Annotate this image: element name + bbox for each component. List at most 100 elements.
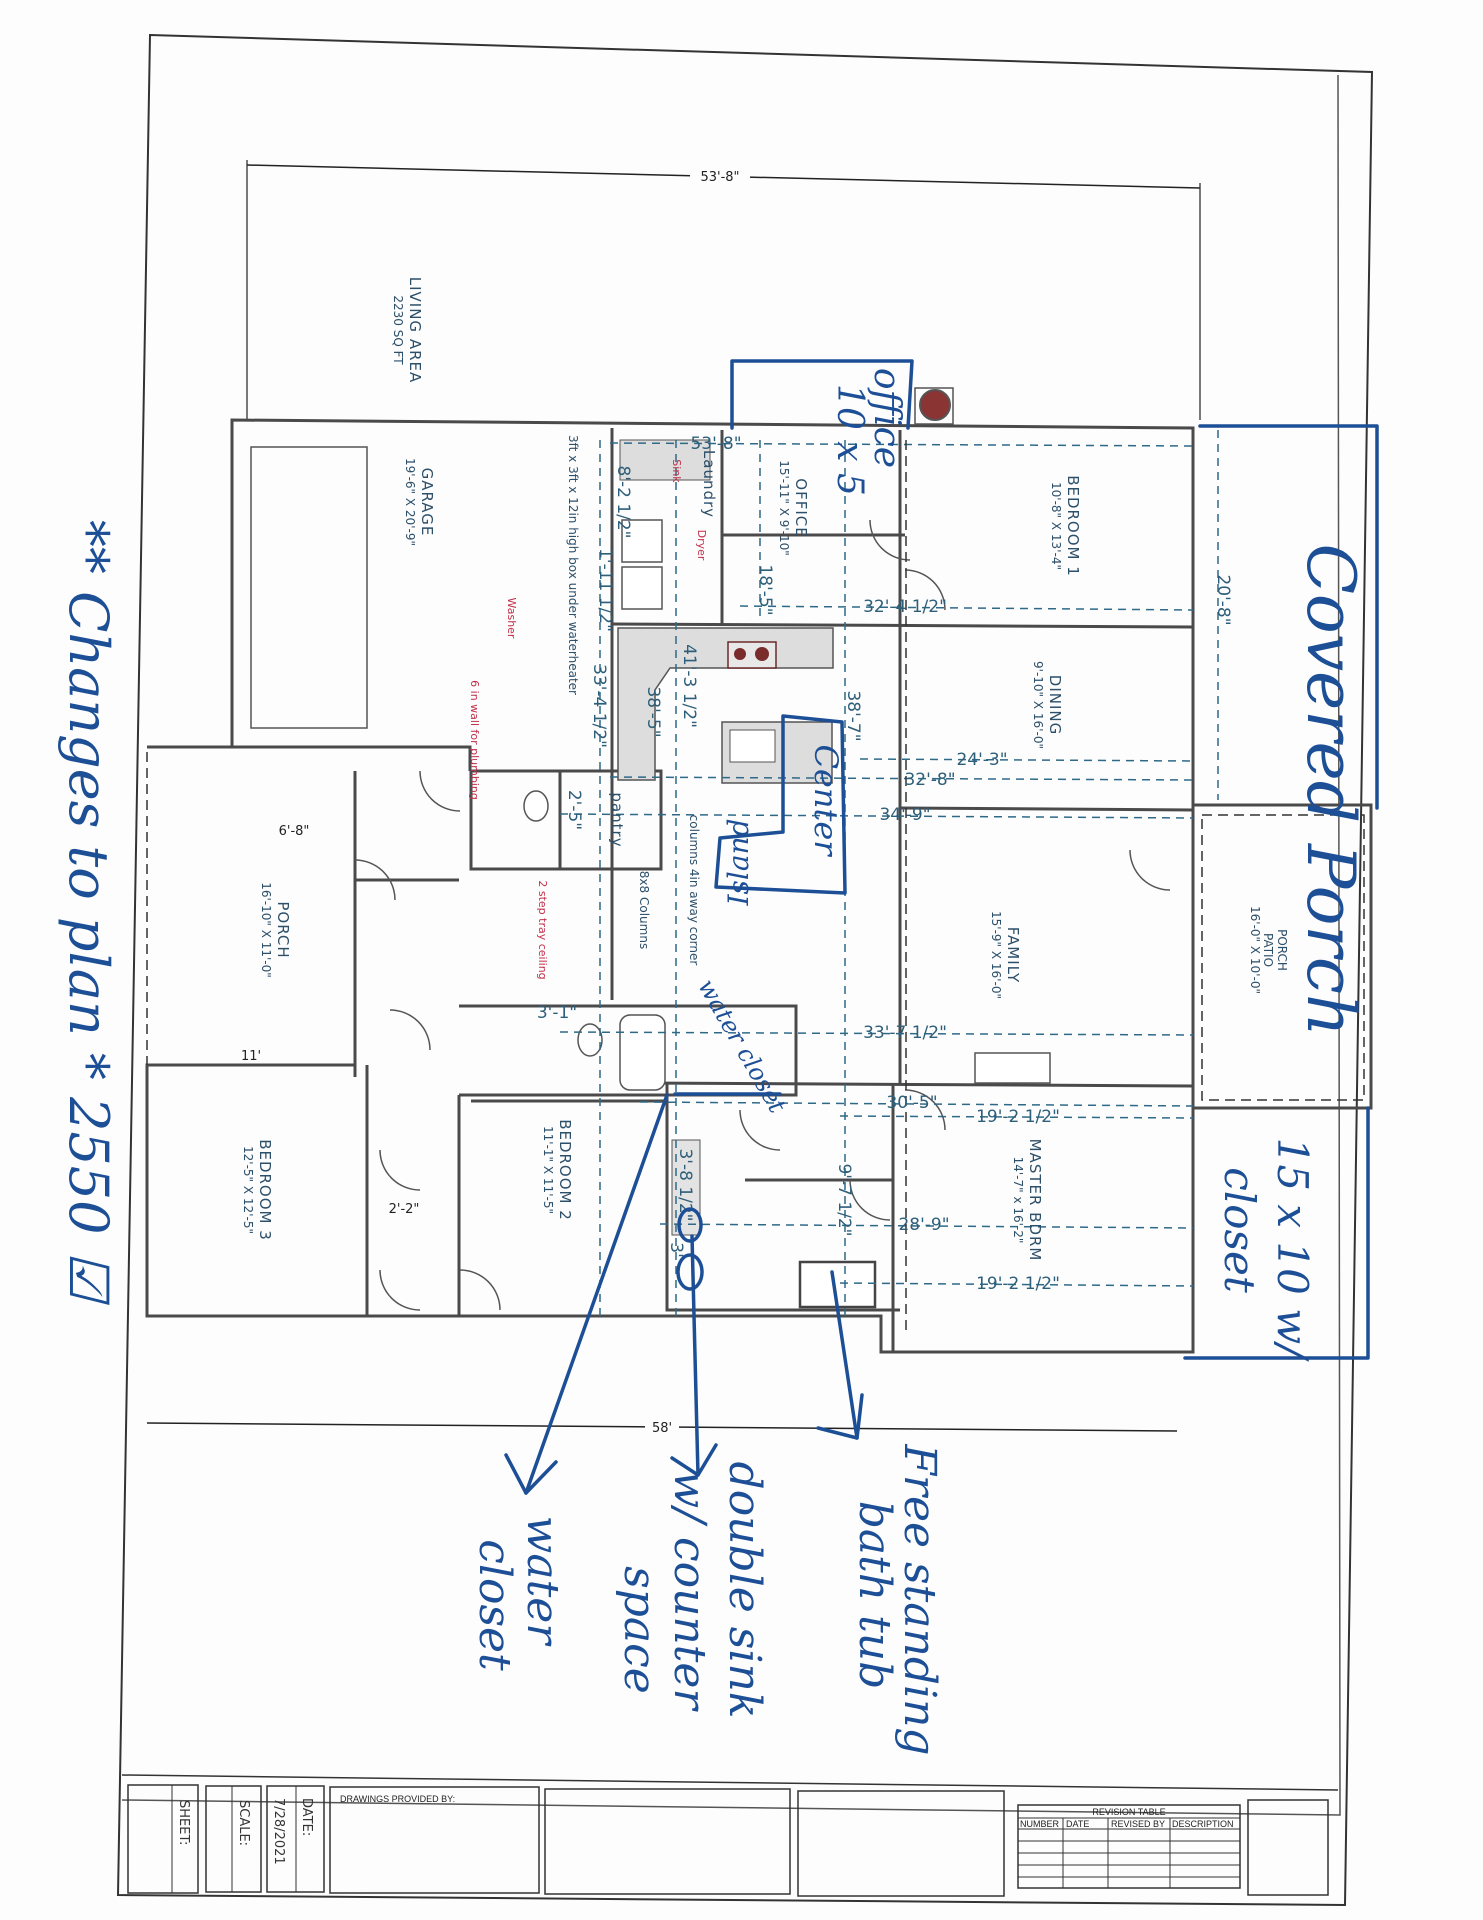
dimension-labels: 53'-8" 32'-4 1/2" 24'-3" 32'-8" 34'-9" 3… — [241, 434, 1060, 1294]
handwritten-markup: office 10 x 5 Center Island water closet… — [57, 359, 1379, 1756]
hand-office: office — [866, 368, 907, 468]
scale-label: SCALE: — [236, 1800, 251, 1846]
room-size: 16'-0" X 10'-0" — [1248, 906, 1262, 994]
hand-sink-note-1: double sink — [719, 1462, 770, 1719]
blank-box — [1247, 1799, 1329, 1896]
outer-border — [116, 33, 1374, 1907]
half-bath-toilet — [523, 790, 549, 822]
revision-header-date: DATE — [1066, 1819, 1089, 1829]
living-area-sqft: 2230 SQ FT — [391, 295, 405, 365]
hand-closet-size: 15 x 10 w/ — [1268, 1138, 1317, 1363]
hall-tub — [619, 1014, 666, 1091]
living-area-label: LIVING AREA 2230 SQ FT — [391, 277, 424, 384]
patio-outline — [1191, 803, 1373, 1110]
room-name: MASTER BDRM — [1026, 1139, 1044, 1262]
room-name: BEDROOM 2 — [556, 1119, 574, 1221]
dim-label: 9'-7 1/2" — [834, 1163, 854, 1236]
dim-label: 41'-3 1/2" — [679, 644, 699, 728]
sheet-box — [127, 1784, 199, 1894]
water-heater-icon — [919, 389, 951, 421]
dim-label: 30'-5" — [886, 1093, 937, 1113]
dim-label: 8'-2 1/2" — [613, 465, 633, 538]
room-size: 10'-8" X 13'-4" — [1049, 482, 1063, 570]
room-bedroom-3: BEDROOM 312'-5" X 12'-5" — [241, 1139, 274, 1241]
dim-label: 28'-9" — [898, 1215, 949, 1235]
hand-wc-note-1: water — [517, 1516, 568, 1648]
room-laundry: Laundry — [700, 450, 718, 518]
dim-label: 20'-8" — [1213, 574, 1233, 625]
dim-label: 33'-4 1/2" — [589, 664, 609, 748]
room-name: PORCH — [1275, 929, 1289, 971]
dim-label: 6'-8" — [279, 824, 310, 839]
note-waterheater-box: 3ft x 3ft x 12in high box under waterhea… — [566, 435, 580, 695]
washer — [621, 566, 663, 610]
room-name: DINING — [1046, 675, 1064, 735]
walls — [145, 418, 1195, 1354]
drawings-provided-label: DRAWINGS PROVIDED BY: — [340, 1794, 455, 1804]
arrow-double-sink — [670, 1234, 718, 1477]
hand-closet: closet — [1215, 1167, 1264, 1293]
hand-tub-note-2: bath tub — [849, 1501, 900, 1690]
date-label: DATE: — [299, 1798, 314, 1836]
living-area-title: LIVING AREA — [406, 277, 424, 384]
title-block: SHEET: SCALE: 7/28/2021 DATE: DRAWINGS P… — [121, 1774, 1339, 1897]
arrow-bath-tub — [816, 1270, 864, 1440]
dim-label: 32'-8" — [904, 770, 955, 790]
dim-label: 33'-7 1/2" — [863, 1023, 947, 1043]
dim-label: 11' — [241, 1049, 261, 1064]
kitchen-counter — [617, 627, 834, 781]
dim-label: 18'-5" — [755, 564, 775, 615]
room-size: 11'-1" X 11'-5" — [541, 1126, 555, 1214]
hand-tub-note-1: Free standing — [894, 1443, 945, 1755]
room-bedroom-2: BEDROOM 211'-1" X 11'-5" — [541, 1119, 574, 1221]
dimension-lines — [559, 430, 1219, 1330]
dim-label: 19'-2 1/2" — [976, 1274, 1060, 1294]
room-bedroom-1: BEDROOM 110'-8" X 13'-4" — [1049, 475, 1082, 577]
blank-box — [797, 1790, 1005, 1897]
covered-porch-outline — [1198, 424, 1379, 810]
toilet-icon — [577, 1023, 603, 1057]
note-dryer: Dryer — [695, 530, 708, 561]
note-columns: 8x8 Columns — [637, 871, 651, 949]
arrow-water-closet — [504, 1093, 669, 1495]
scale-box — [205, 1785, 262, 1893]
hand-sink-note-2: w/ counter — [664, 1470, 715, 1712]
note-tray-ceiling: 2 step tray ceiling — [536, 880, 549, 979]
room-pantry: pantry — [608, 792, 626, 847]
blank-box — [544, 1788, 791, 1895]
room-name: BEDROOM 3 — [256, 1139, 274, 1241]
dim-label: 24'-3" — [956, 750, 1007, 770]
note-plumbing-wall: 6 in wall for plumbing — [468, 680, 481, 800]
printed-notes: Sink Dryer Washer 6 in wall for plumbing… — [468, 435, 708, 980]
hand-center: Center — [807, 744, 845, 857]
vertical-dimension-labels: 8'-2 1/2" 1'-11 1/2" 33'-4 1/2" 38'-5" 4… — [564, 465, 1233, 1257]
room-size: 14'-7" x 16'-2" — [1011, 1157, 1025, 1244]
room-size: 15'-9" X 16'-0" — [989, 911, 1003, 999]
fireplace — [974, 1052, 1051, 1084]
room-name: FAMILY — [1004, 927, 1022, 983]
room-name: GARAGE — [418, 468, 436, 537]
revision-table: REVISION TABLE NUMBER DATE REVISED BY DE… — [1017, 1804, 1241, 1889]
dim-label: 53'-8" — [690, 434, 741, 454]
kitchen-fixtures — [617, 387, 1051, 1084]
dim-overall-width: 53'-8" — [700, 170, 739, 185]
note-washer: Washer — [505, 598, 518, 639]
overall-length-dimension: 58' — [146, 1418, 1178, 1436]
drawings-provided-box — [329, 1786, 540, 1894]
closet-outline — [1183, 1106, 1370, 1360]
dim-label: 3'-1" — [537, 1003, 577, 1023]
door-swings — [354, 519, 1171, 1311]
room-name: PORCH — [274, 901, 292, 958]
dim-overall-length: 58' — [652, 1421, 672, 1436]
inner-border — [121, 74, 1341, 1816]
room-name: OFFICE — [792, 478, 810, 537]
room-name: Laundry — [700, 450, 718, 518]
